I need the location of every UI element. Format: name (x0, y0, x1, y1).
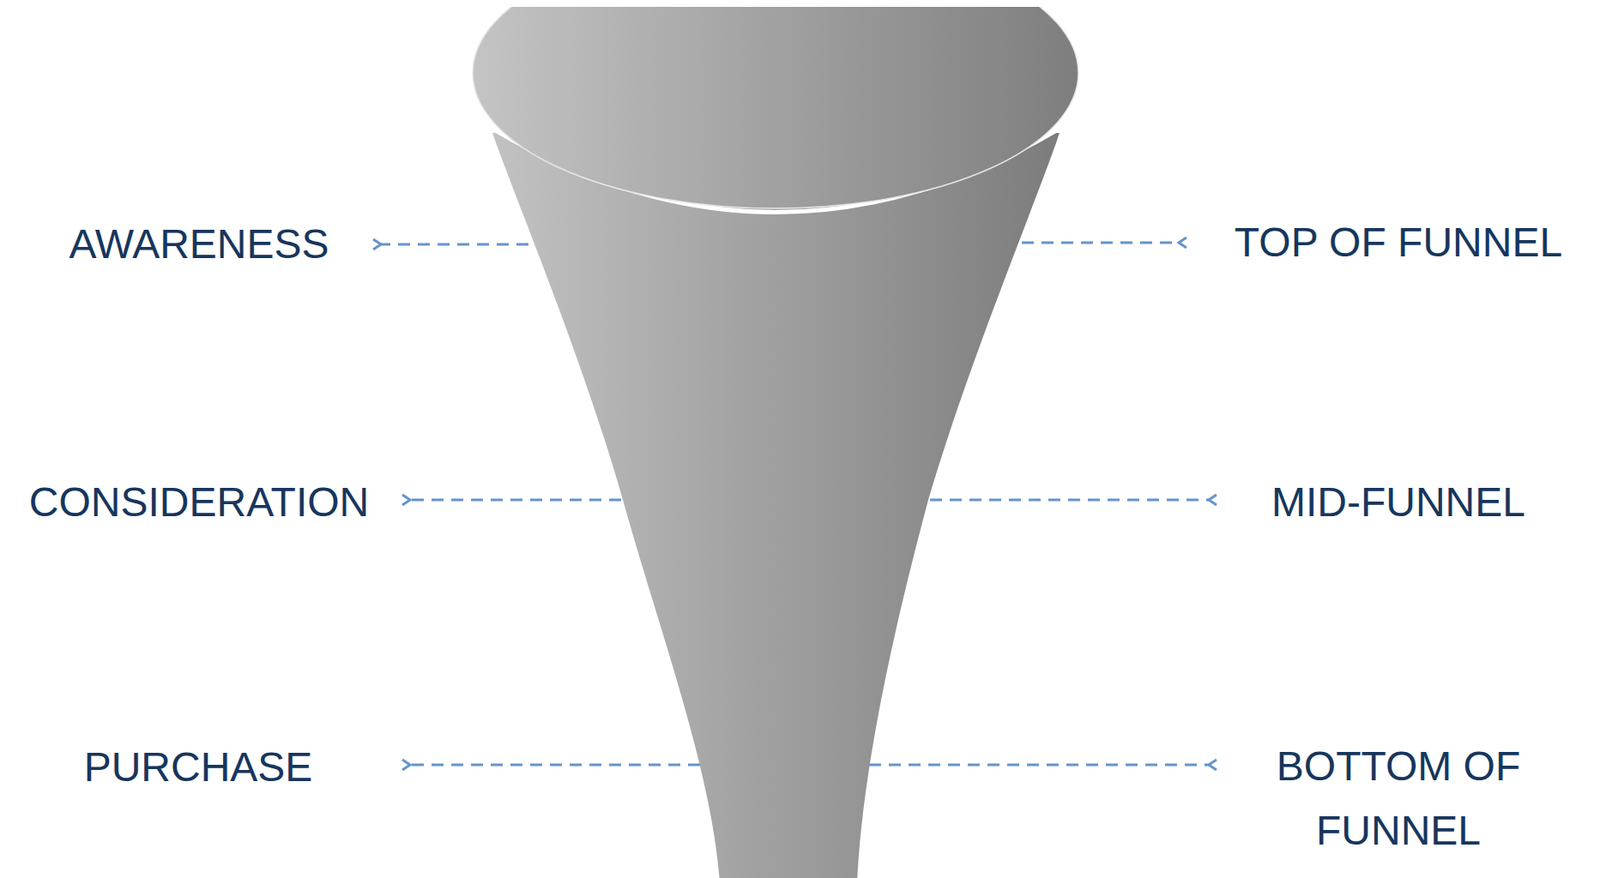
stage-label: CONSIDERATION (10, 470, 388, 535)
stage-label: PURCHASE (9, 735, 387, 800)
leader-arrow (380, 243, 529, 247)
leader-arrow (1021, 241, 1179, 245)
leader-arrow (410, 764, 701, 767)
funnel-position-label: BOTTOM OF FUNNEL (1256, 734, 1540, 864)
funnel-cap (472, 6, 1079, 209)
leader-arrow (410, 499, 622, 502)
funnel-body (492, 132, 1060, 878)
funnel-position-label: MID-FUNNEL (1209, 470, 1588, 535)
leader-arrow (929, 499, 1209, 502)
leader-arrow (869, 764, 1209, 767)
funnel-position-label: TOP OF FUNNEL (1209, 210, 1588, 275)
stage-label: AWARENESS (10, 211, 388, 277)
